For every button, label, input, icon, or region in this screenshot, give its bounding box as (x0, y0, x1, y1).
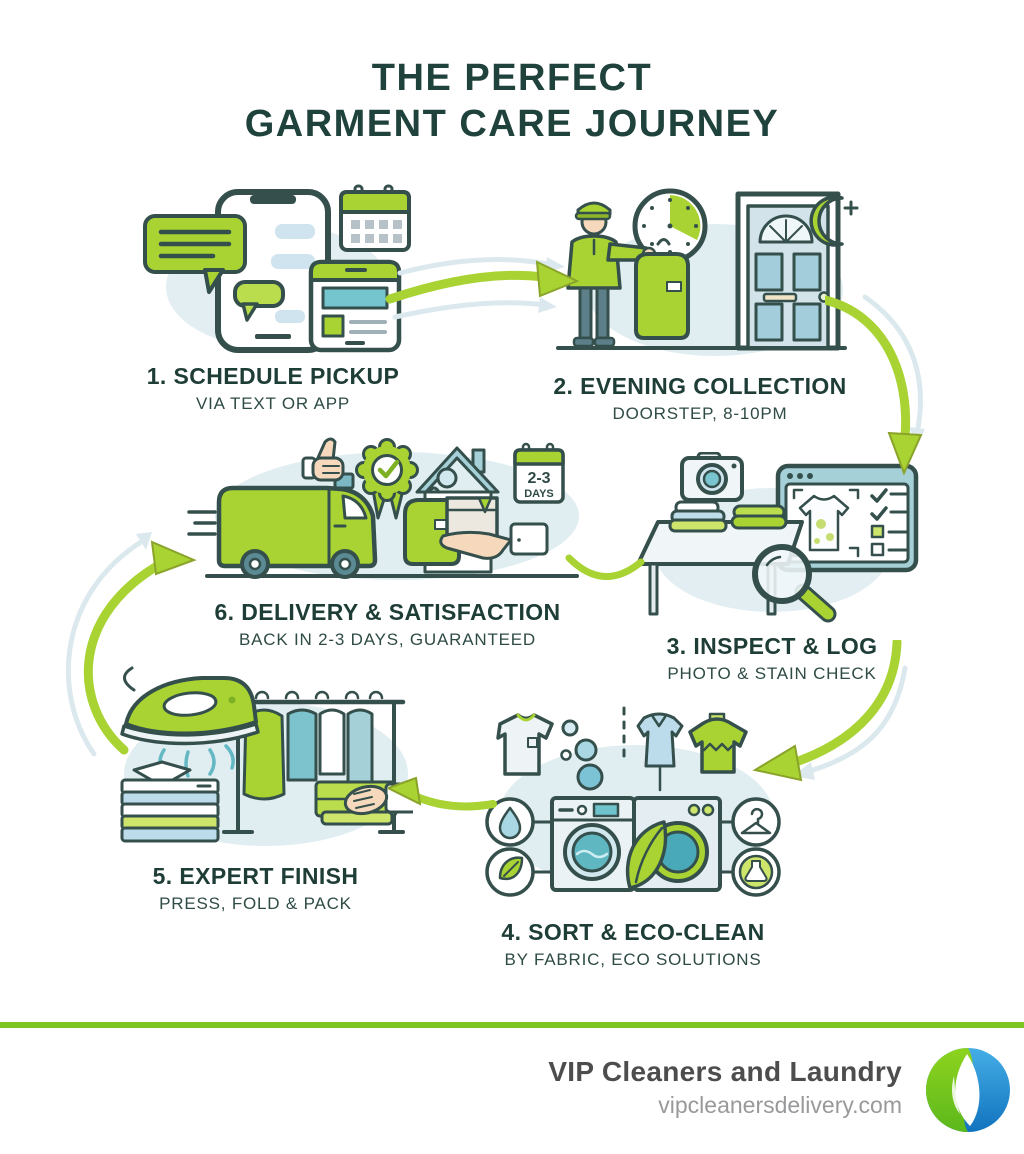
arrow-step1-to-step2 (385, 257, 580, 320)
courier-door-illustration (556, 188, 859, 356)
step-1-subtitle: VIA TEXT OR APP (195, 394, 351, 413)
thumbs-up-icon (301, 437, 345, 482)
delivery-illustration: 2-3 DAYS (187, 437, 579, 580)
brand-logo (926, 1048, 1010, 1132)
step-6-label: 6. DELIVERY & SATISFACTION (214, 599, 561, 625)
step-2-label: 2. EVENING COLLECTION (553, 373, 847, 399)
clock-icon (632, 188, 708, 264)
moon-icon (809, 195, 859, 247)
step-4-sort-eco-clean: 4. SORT & ECO-CLEAN BY FABRIC, ECO SOLUT… (478, 702, 788, 970)
garment-bag-icon (634, 238, 690, 340)
eco-clean-illustration (485, 706, 781, 897)
courier-icon (566, 201, 657, 348)
water-drop-icon (485, 797, 535, 847)
iron-icon (120, 666, 260, 746)
detergent-flask-icon (731, 847, 781, 897)
footer-accent-bar (0, 1022, 1024, 1028)
step-5-subtitle: PRESS, FOLD & PACK (159, 894, 352, 913)
title-line-1: THE PERFECT (371, 57, 653, 99)
page-title: THE PERFECT GARMENT CARE JOURNEY (0, 56, 1024, 147)
eco-leaf-icon (485, 847, 535, 897)
footer-brand-block: VIP Cleaners and Laundry vipcleanersdeli… (548, 1056, 902, 1119)
arrow-step4-to-step5 (388, 776, 497, 811)
tshirt-icon (496, 713, 554, 776)
brand-website: vipcleanersdelivery.com (658, 1092, 902, 1118)
calendar-badge-icon: 2-3 DAYS (513, 442, 565, 504)
sweater-icon (688, 712, 748, 774)
chat-bubble-icon (143, 214, 247, 294)
step-3-inspect-log: 3. INSPECT & LOG PHOTO & STAIN CHECK (622, 452, 922, 684)
step-6-subtitle: BACK IN 2-3 DAYS, GUARANTEED (239, 630, 536, 649)
step-4-subtitle: BY FABRIC, ECO SOLUTIONS (504, 950, 762, 969)
logo-leaf (955, 1054, 980, 1126)
press-fold-illustration (120, 666, 413, 846)
front-door-icon (735, 191, 841, 351)
leaf-icon (625, 820, 668, 890)
arrow-step2-to-step3 (825, 294, 925, 476)
step-5-label: 5. EXPERT FINISH (152, 863, 359, 889)
swoosh-step6-to-step3 (565, 554, 645, 580)
step-3-label: 3. INSPECT & LOG (666, 633, 878, 659)
delivery-van-icon (187, 472, 378, 579)
award-badge-icon (355, 438, 419, 520)
badge-days-number: 2-3 (527, 470, 550, 487)
badge-days-word: DAYS (524, 488, 554, 500)
small-chat-bubble-icon (233, 280, 285, 322)
phone-chat-calendar-illustration (143, 184, 411, 353)
step-6-delivery-satisfaction: 2-3 DAYS 6. DELIVERY & SATISFACTION BACK… (185, 428, 590, 650)
step-2-subtitle: DOORSTEP, 8-10PM (612, 404, 788, 423)
step-4-label: 4. SORT & ECO-CLEAN (501, 919, 765, 945)
step-1-label: 1. SCHEDULE PICKUP (146, 363, 400, 389)
hand-icon (439, 522, 549, 560)
calendar-icon (339, 184, 411, 252)
title-line-2: GARMENT CARE JOURNEY (244, 102, 780, 145)
brand-name: VIP Cleaners and Laundry (548, 1056, 902, 1087)
arrow-step5-to-step6 (65, 532, 197, 757)
camera-icon (680, 452, 744, 502)
folded-clothes-icon (668, 500, 788, 533)
step-5-expert-finish: 5. EXPERT FINISH PRESS, FOLD & PACK (98, 662, 413, 914)
magnifier-icon (752, 544, 837, 623)
hanger-icon (731, 797, 781, 847)
inspection-illustration (636, 452, 919, 623)
step-2-evening-collection: 2. EVENING COLLECTION DOORSTEP, 8-10PM (540, 182, 860, 424)
shirt-icon (636, 712, 684, 792)
arrow-step3-to-step4 (752, 640, 908, 782)
hand-cloth-icon (314, 780, 413, 826)
step-3-subtitle: PHOTO & STAIN CHECK (667, 664, 877, 683)
folded-shirts-icon (120, 760, 220, 843)
bubbles-icon (560, 719, 604, 791)
step-1-schedule-pickup: 1. SCHEDULE PICKUP VIA TEXT OR APP (118, 182, 428, 414)
logo-leaf-sliver (952, 1076, 960, 1114)
